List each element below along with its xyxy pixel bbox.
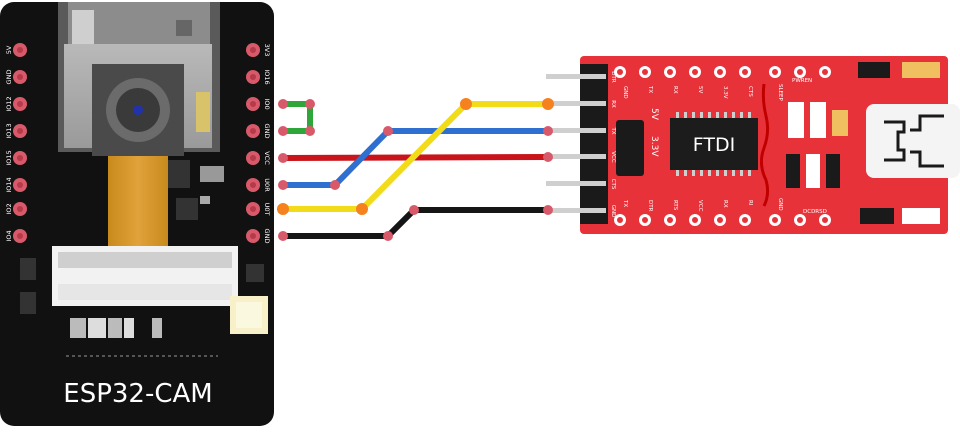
esp32-right-pin: GND (246, 229, 271, 244)
ftdi-small-components (786, 62, 940, 224)
ftdi-bottom-holes (614, 214, 831, 226)
voltage-5v-label: 5V (649, 108, 659, 121)
ftdi-board: DTR RX TX VCC CTS GND GND TX RX 5V 3.3V … (546, 56, 960, 234)
ftdi-bottom-label: DCDRSD (803, 209, 827, 215)
wire-blue-u0r-tx (280, 128, 551, 188)
esp32-right-pin: 3V3 (246, 43, 271, 57)
ftdi-bottom-label: GND (777, 198, 783, 211)
wire-yellow-u0t-rx (280, 101, 551, 212)
wire-joints (277, 98, 554, 241)
esp32-left-header: 5V GND IO12 IO13 IO15 IO14 IO2 IO4 (5, 43, 27, 243)
ftdi-header-connector (546, 64, 608, 224)
ftdi-bottom-label: TX (622, 199, 628, 207)
smd-components (20, 160, 264, 338)
ftdi-chip: FTDI (670, 112, 758, 176)
ftdi-bottom-label: DTR (647, 200, 653, 212)
esp32-cam-board: ESP32-CAM 5V GND IO12 IO13 IO15 IO14 IO2… (0, 2, 274, 426)
esp32-left-pin-label: IO14 (5, 177, 13, 192)
ftdi-bottom-label: RX (722, 200, 728, 208)
ftdi-top-labels: GND TX RX 5V 3.3V CTS SLEEP PWREN (622, 78, 812, 102)
esp32-right-pin-label: IO16 (263, 69, 271, 84)
esp32-right-pin-label: IO0 (263, 98, 271, 109)
esp32-right-pin: U0R (246, 178, 271, 192)
esp32-left-pin: IO13 (5, 123, 27, 139)
ftdi-header-label: CTS (610, 179, 616, 190)
ftdi-top-label: SLEEP (777, 84, 783, 102)
ftdi-top-label: RX (672, 86, 678, 94)
esp32-right-pin-label: VCC (263, 151, 271, 165)
ftdi-header-label: DTR (610, 71, 616, 83)
camera-lens-icon (133, 105, 143, 115)
esp32-title: ESP32-CAM (63, 379, 212, 409)
ftdi-top-label: CTS (747, 86, 753, 97)
ftdi-bottom-label: RI (747, 200, 753, 206)
esp32-left-pin-label: GND (5, 70, 13, 85)
ftdi-chip-label: FTDI (693, 134, 735, 156)
esp32-right-header: 3V3 IO16 IO0 GND VCC U0R U0T GND (246, 43, 271, 243)
esp32-left-pin-label: 5V (5, 45, 13, 54)
camera-ribbon-cable (108, 156, 168, 246)
ftdi-top-label: 5V (697, 86, 703, 93)
esp32-left-pin: IO14 (5, 177, 27, 193)
esp32-left-pin-label: IO15 (5, 150, 13, 165)
esp32-right-pin: GND (246, 124, 271, 139)
ftdi-header-label: VCC (610, 151, 616, 163)
usb-connector (866, 104, 960, 178)
esp32-right-pin-label: U0T (263, 203, 271, 216)
esp32-right-pin-label: 3V3 (263, 44, 271, 57)
voltage-3v3-label: 3.3V (649, 136, 659, 157)
esp32-left-pin-label: IO4 (5, 230, 13, 241)
esp32-left-pin: IO4 (5, 229, 27, 243)
trace-cut-mark (759, 83, 770, 207)
esp32-right-pin-label: GND (263, 229, 271, 244)
ftdi-header-label: TX (610, 126, 616, 134)
esp32-left-pin: GND (5, 70, 27, 85)
esp32-right-pin: U0T (246, 202, 271, 216)
esp32-left-pin: IO2 (5, 202, 27, 216)
esp32-right-pin-label: GND (263, 124, 271, 139)
esp32-left-pin-label: IO12 (5, 96, 13, 111)
esp32-left-pin-label: IO2 (5, 203, 13, 214)
esp32-right-pin-label: U0R (263, 178, 271, 192)
ftdi-top-label: 3.3V (722, 86, 728, 99)
ftdi-top-label: TX (647, 85, 653, 93)
ftdi-header-label: RX (610, 100, 616, 108)
ftdi-top-label: PWREN (792, 78, 812, 84)
ftdi-top-label: GND (622, 86, 628, 99)
ftdi-top-holes (614, 66, 831, 78)
ftdi-header-label: GND (610, 205, 616, 218)
esp32-right-pin: IO16 (246, 69, 271, 85)
wire-black-gnd (280, 207, 551, 239)
usb-port-icon (884, 114, 944, 168)
esp32-right-pin: IO0 (246, 97, 271, 111)
camera-module (64, 44, 212, 156)
esp32-right-pin: VCC (246, 151, 271, 165)
esp32-left-pin: IO12 (5, 96, 27, 112)
ftdi-bottom-labels: TX DTR RTS VCC RX RI GND DCDRSD (622, 198, 827, 215)
ftdi-bottom-label: VCC (697, 200, 703, 212)
voltage-jumper: 5V 3.3V (616, 108, 659, 176)
esp32-left-pin: 5V (5, 43, 27, 57)
esp32-left-pin-label: IO13 (5, 123, 13, 138)
esp32-left-pin: IO15 (5, 150, 27, 166)
ftdi-header-labels: DTR RX TX VCC CTS GND (610, 71, 616, 217)
ftdi-bottom-label: RTS (672, 200, 678, 211)
wire-green-io0-gnd (280, 101, 313, 134)
wires (277, 98, 554, 241)
